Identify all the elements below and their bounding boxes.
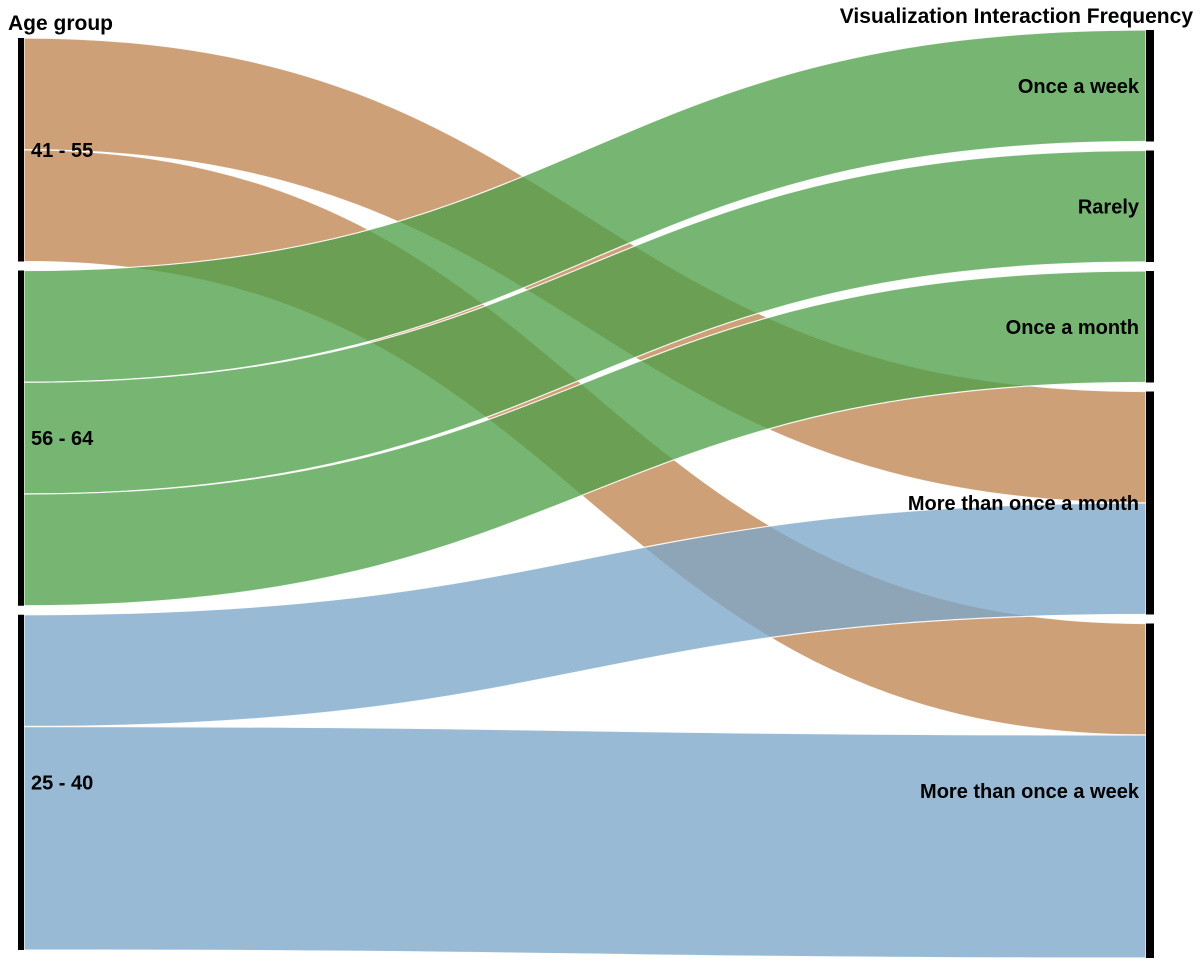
node-bar-more-once-week (1146, 623, 1154, 958)
node-label-once-month: Once a month (1006, 317, 1139, 339)
node-bar-once-month (1146, 271, 1154, 383)
link-25-40-to-more-once-week (23, 725, 1147, 959)
nodes-layer (18, 30, 1154, 958)
node-bar-56-64 (18, 270, 24, 606)
node-label-41-55: 41 - 55 (31, 140, 93, 162)
left-axis-title: Age group (8, 12, 113, 35)
labels-layer: 41 - 55 56 - 64 25 - 40 Once a weekRarelyOn… (31, 76, 1140, 803)
node-bar-41-55 (18, 38, 24, 262)
node-label-once-week: Once a week (1018, 76, 1140, 98)
node-bar-rarely (1146, 150, 1154, 262)
node-bar-more-once-month (1146, 391, 1154, 615)
node-label-rarely: Rarely (1078, 196, 1140, 218)
right-axis-title: Visualization Interaction Frequency (840, 5, 1194, 28)
node-bar-once-week (1146, 30, 1154, 142)
node-label-25-40: 25 - 40 (31, 772, 93, 794)
node-bar-25-40 (18, 614, 24, 950)
node-label-56-64: 56 - 64 (31, 428, 94, 450)
links-layer (23, 29, 1147, 959)
node-label-more-once-month: More than once a month (908, 493, 1139, 515)
node-label-more-once-week: More than once a week (920, 781, 1140, 803)
